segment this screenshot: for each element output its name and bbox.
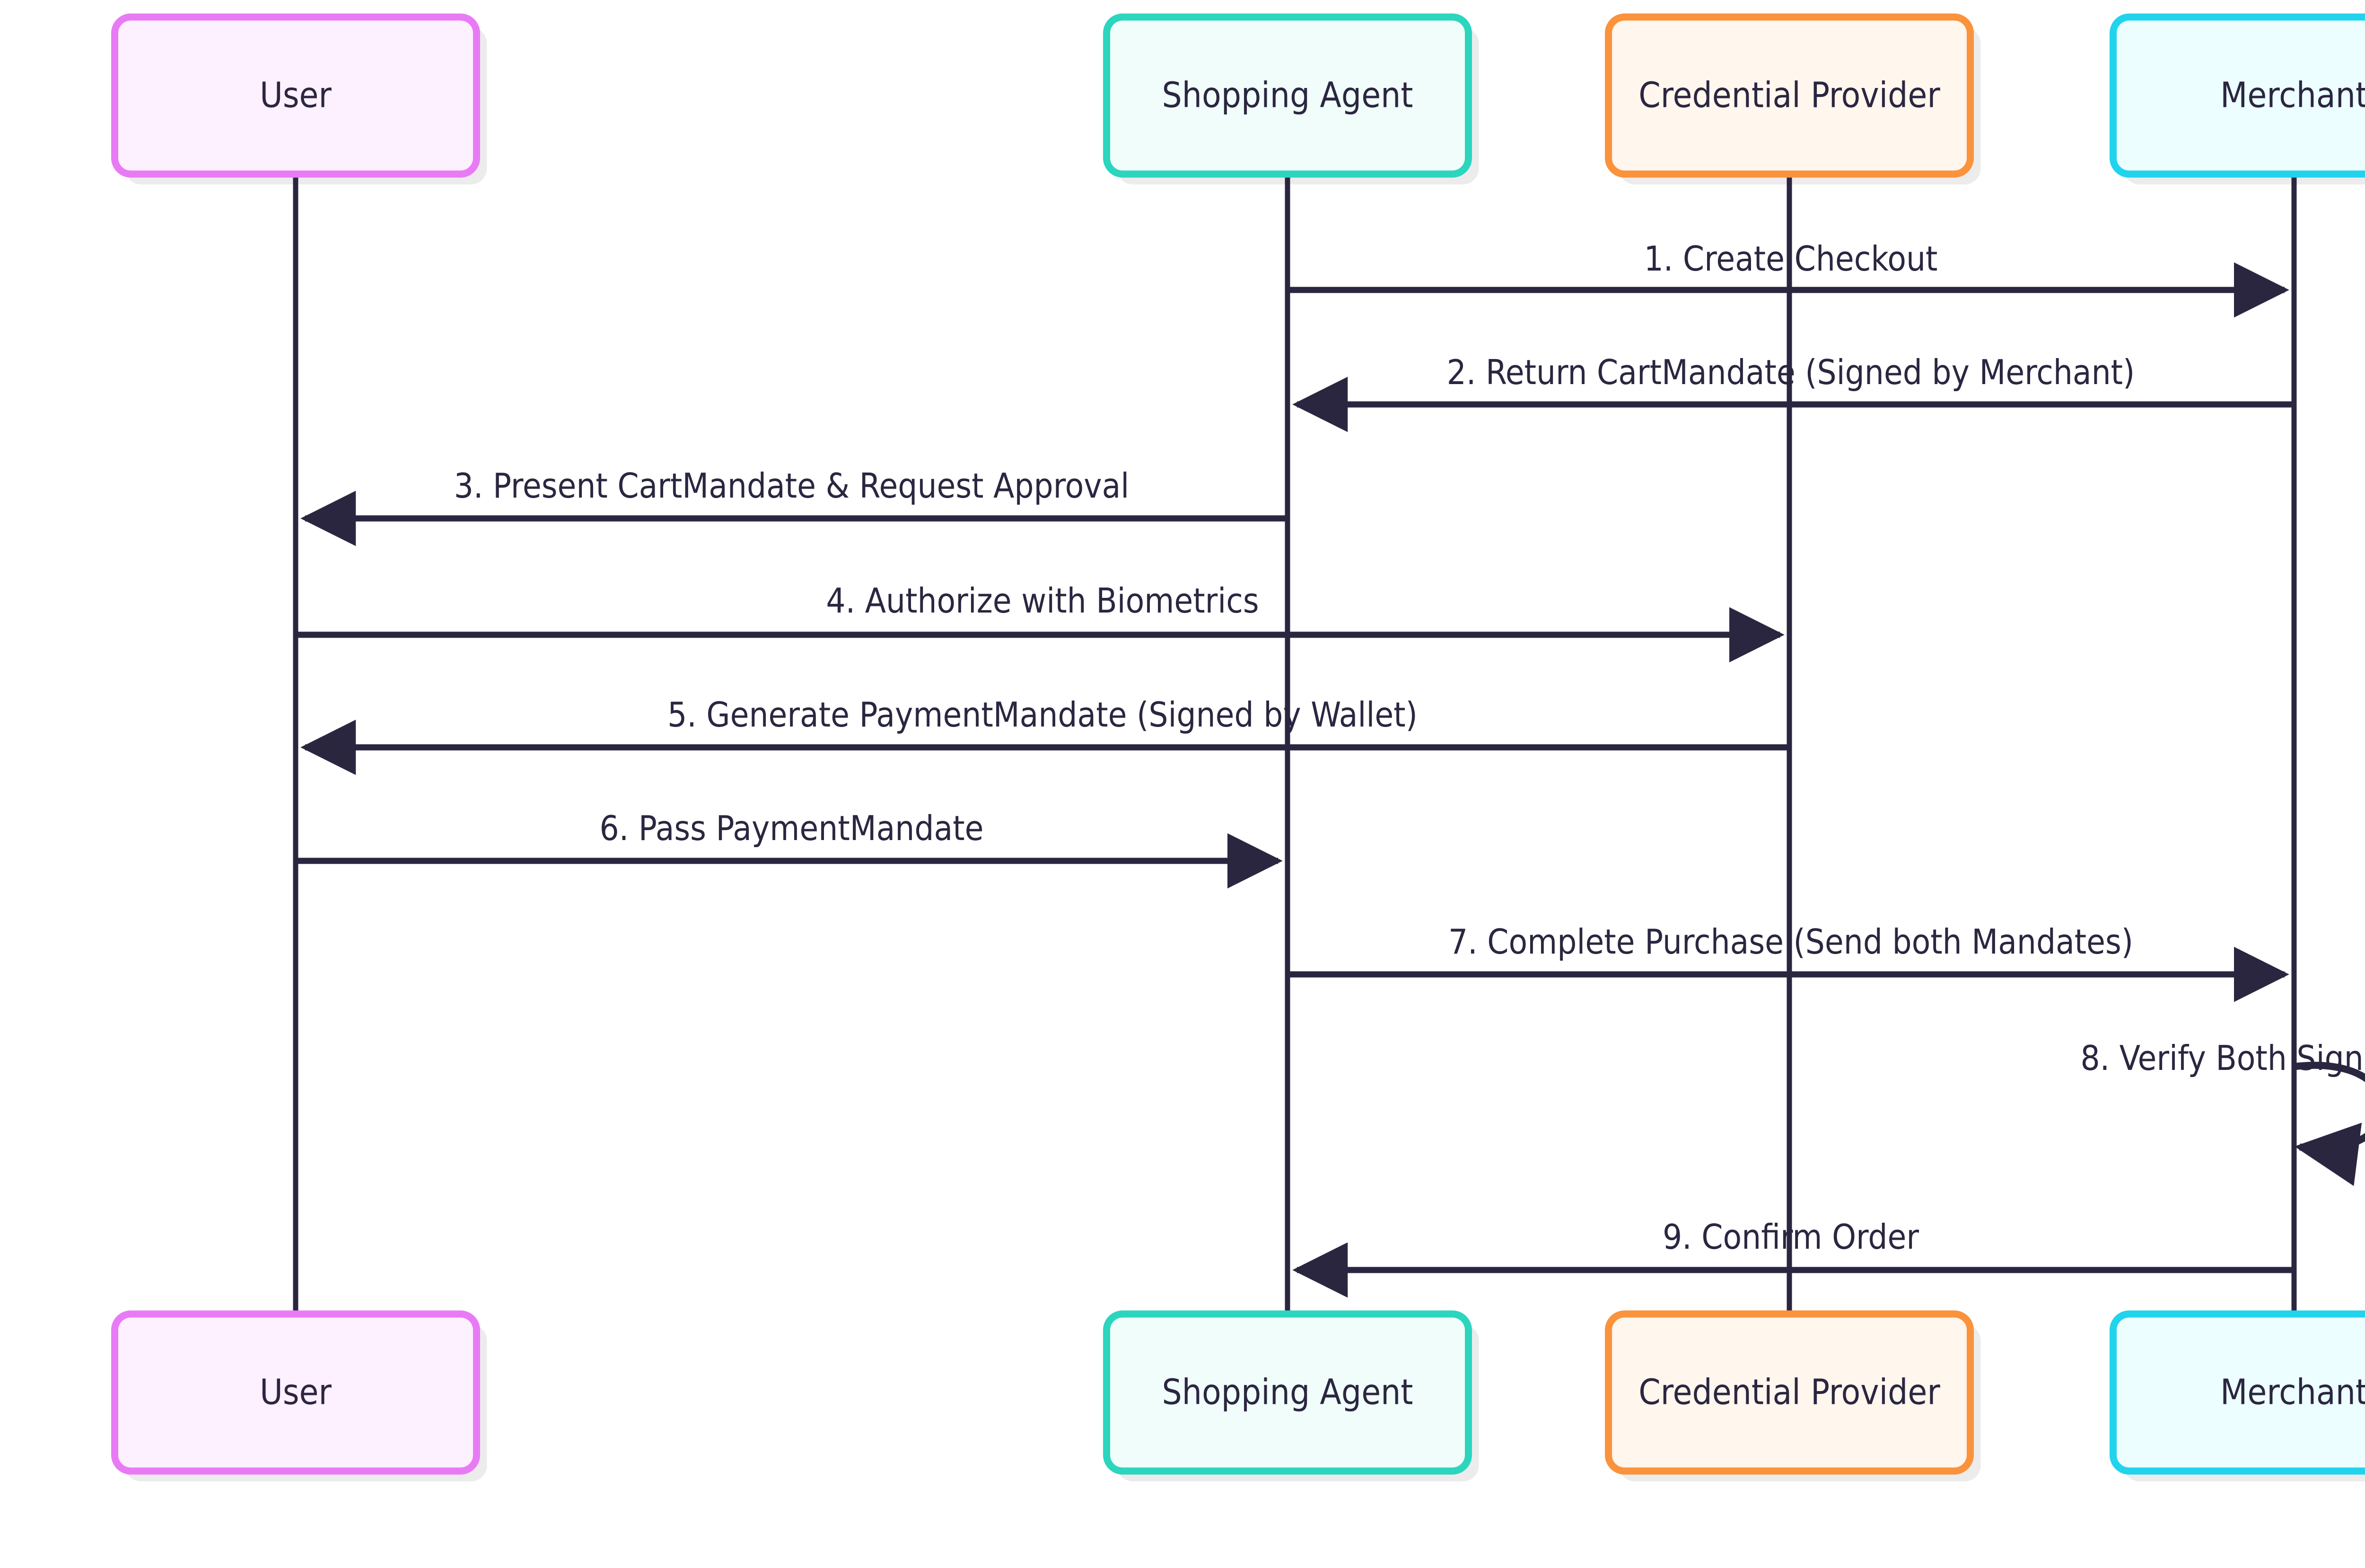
message-label-1: 1. Create Checkout: [1644, 239, 1938, 279]
participant-boxes-top: User Shopping Agent Credential Provider Mer…: [111, 13, 2365, 178]
participant-credential-bottom: Credential Provider: [1605, 1310, 1974, 1475]
message-6: 6. Pass PaymentMandate: [296, 808, 1283, 889]
participant-user-top: User: [111, 13, 480, 178]
participant-label-merchant: Merchant: [2220, 1372, 2365, 1413]
participant-box-agent: [1103, 13, 1472, 178]
message-label-4: 4. Authorize with Biometrics: [826, 581, 1259, 621]
message-label-6: 6. Pass PaymentMandate: [600, 808, 984, 848]
participant-merchant-top: Merchant: [2110, 13, 2365, 178]
lifelines-group: [293, 174, 2297, 1314]
message-4: 4. Authorize with Biometrics: [296, 581, 1785, 663]
participant-label-user: User: [260, 1372, 332, 1413]
participant-agent-top: Shopping Agent: [1103, 13, 1472, 178]
message-8: 8. Verify Both Signatures: [2080, 1038, 2365, 1186]
participant-box-user: [111, 13, 480, 178]
participant-box-merchant: [2110, 1310, 2365, 1475]
message-loop-8: [2294, 1061, 2365, 1186]
message-label-7: 7. Complete Purchase (Send both Mandates…: [1448, 922, 2133, 962]
message-3: 3. Present CartMandate & Request Approva…: [300, 466, 1288, 546]
messages-group: 1. Create Checkout 2. Return CartMandate …: [296, 239, 2365, 1298]
message-9: 9. Confirm Order: [1292, 1217, 2294, 1298]
message-1: 1. Create Checkout: [1288, 239, 2289, 318]
message-label-8: 8. Verify Both Signatures: [2080, 1038, 2365, 1078]
message-5: 5. Generate PaymentMandate (Signed by Wa…: [300, 695, 1789, 775]
participant-box-credential: [1605, 13, 1974, 178]
message-label-3: 3. Present CartMandate & Request Approva…: [454, 466, 1130, 506]
participant-label-agent: Shopping Agent: [1162, 1372, 1413, 1413]
message-2: 2. Return CartMandate (Signed by Merchan…: [1292, 352, 2294, 432]
participant-box-credential: [1605, 1310, 1974, 1475]
message-7: 7. Complete Purchase (Send both Mandates…: [1288, 922, 2289, 1002]
participant-boxes-bottom: User Shopping Agent Credential Provider Mer…: [111, 1310, 2365, 1475]
participant-box-agent: [1103, 1310, 1472, 1475]
message-label-9: 9. Confirm Order: [1663, 1217, 1919, 1257]
participant-label-user: User: [260, 75, 332, 116]
participant-label-merchant: Merchant: [2220, 75, 2365, 116]
participant-label-credential: Credential Provider: [1638, 75, 1940, 116]
participant-merchant-bottom: Merchant: [2110, 1310, 2365, 1475]
message-label-2: 2. Return CartMandate (Signed by Merchan…: [1447, 352, 2135, 392]
participant-label-credential: Credential Provider: [1638, 1372, 1940, 1413]
participant-label-agent: Shopping Agent: [1162, 75, 1413, 116]
participant-agent-bottom: Shopping Agent: [1103, 1310, 1472, 1475]
message-label-5: 5. Generate PaymentMandate (Signed by Wa…: [667, 695, 1418, 735]
participant-box-merchant: [2110, 13, 2365, 178]
participant-user-bottom: User: [111, 1310, 480, 1475]
participant-credential-top: Credential Provider: [1605, 13, 1974, 178]
participant-box-user: [111, 1310, 480, 1475]
